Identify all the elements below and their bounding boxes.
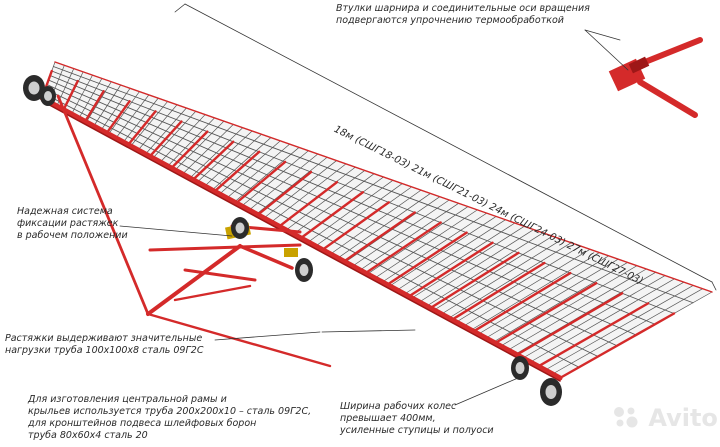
suspension-bracket	[558, 312, 676, 380]
bushing-collar	[628, 56, 650, 74]
note-wheels: Ширина рабочих колес превышает 400мм, ус…	[340, 401, 494, 437]
suspension-bracket	[191, 140, 235, 181]
suspension-bracket	[407, 241, 494, 298]
front-frame-beam-shadow	[41, 100, 561, 382]
suspension-bracket	[83, 90, 105, 123]
harrow-tine-bar	[52, 66, 694, 304]
cross-tie	[148, 243, 302, 252]
leader-bushings-a	[584, 29, 621, 41]
suspension-bracket	[105, 100, 131, 135]
leader-ties	[214, 331, 321, 341]
suspension-bracket	[342, 211, 416, 263]
left-wing-wheel-inner-hub	[44, 91, 52, 101]
avito-watermark: Avito	[612, 404, 718, 432]
note-frame-line-3: для кронштейнов подвеса шлейфовых борон	[28, 418, 257, 429]
harrow-drawing	[23, 3, 717, 406]
suspension-bracket	[235, 160, 287, 205]
note-bushings-line-2: подвергаются упрочнению термообработкой	[336, 15, 564, 26]
suspension-bracket	[213, 150, 261, 193]
dimension-tick-start	[174, 3, 186, 13]
leader-ties-b	[321, 329, 416, 333]
note-wheels-line-2: превышает 400мм,	[340, 413, 436, 424]
note-frame-line-4: труба 80х60х4 сталь 20	[28, 430, 148, 441]
bushing-axle-lower	[637, 79, 698, 118]
avito-dots-icon	[614, 407, 638, 428]
note-frame-line-2: крыльев используется труба 200х200х10 – …	[28, 406, 312, 417]
note-system-line-2: фиксации растяжек	[17, 218, 119, 229]
hitch-cross	[183, 268, 257, 282]
suspension-bracket	[148, 120, 183, 158]
suspension-bracket	[386, 231, 468, 286]
hitch-brace	[173, 284, 252, 302]
right-wing-wheel-hub	[515, 362, 525, 374]
note-fixation-system: Надежная система фиксации растяжек в раб…	[17, 206, 128, 242]
center-wheel-lower-hub	[299, 264, 309, 276]
suspension-bracket	[256, 170, 313, 216]
note-ties: Растяжки выдерживают значительные нагруз…	[5, 333, 203, 357]
suspension-bracket	[278, 180, 339, 228]
front-frame-beam	[39, 95, 563, 381]
suspension-bracket	[364, 221, 442, 275]
suspension-bracket	[127, 110, 157, 146]
drawbar	[146, 244, 242, 316]
back-rail	[54, 61, 713, 293]
note-bushings: Втулки шарнира и соединительные оси вращ…	[336, 3, 590, 27]
note-system-line-1: Надежная система	[17, 206, 113, 217]
dimension-tick-end	[711, 281, 717, 291]
suspension-bracket	[494, 281, 598, 345]
suspension-bracket	[537, 302, 650, 368]
note-frame-materials: Для изготовления центральной рамы и крыл…	[28, 394, 311, 442]
suspension-bracket	[515, 292, 624, 356]
tie-rod-right	[146, 312, 332, 368]
note-system-line-3: в рабочем положении	[17, 230, 128, 241]
dimension-line	[184, 3, 713, 283]
right-wing-wheel-outer-hub	[545, 385, 557, 399]
hydraulic-cylinder-2	[284, 248, 298, 257]
tie-rod-left	[56, 94, 150, 316]
note-ties-line-2: нагрузки труба 100х100х8 сталь 09Г2С	[5, 345, 204, 356]
leader-bushings-b	[584, 29, 629, 71]
suspension-bracket	[429, 251, 520, 310]
suspension-bracket	[472, 271, 572, 333]
note-frame-line-1: Для изготовления центральной рамы и	[28, 394, 227, 405]
note-ties-line-1: Растяжки выдерживают значительные	[5, 333, 203, 344]
leader-system	[119, 225, 233, 237]
watermark-text: Avito	[648, 404, 718, 432]
suspension-bracket	[299, 191, 365, 240]
suspension-bracket	[450, 261, 546, 321]
center-wheel-upper-hub	[235, 222, 245, 234]
leader-wheels	[454, 377, 519, 406]
suspension-bracket	[170, 130, 209, 170]
note-wheels-line-3: усиленные ступицы и полуоси	[340, 425, 494, 436]
note-wheels-line-1: Ширина рабочих колес	[340, 401, 457, 412]
note-bushings-line-1: Втулки шарнира и соединительные оси вращ…	[336, 3, 590, 14]
suspension-bracket	[321, 201, 391, 251]
left-wing-wheel-hub	[28, 81, 40, 95]
central-link	[238, 244, 294, 270]
suspension-bracket	[62, 79, 79, 111]
